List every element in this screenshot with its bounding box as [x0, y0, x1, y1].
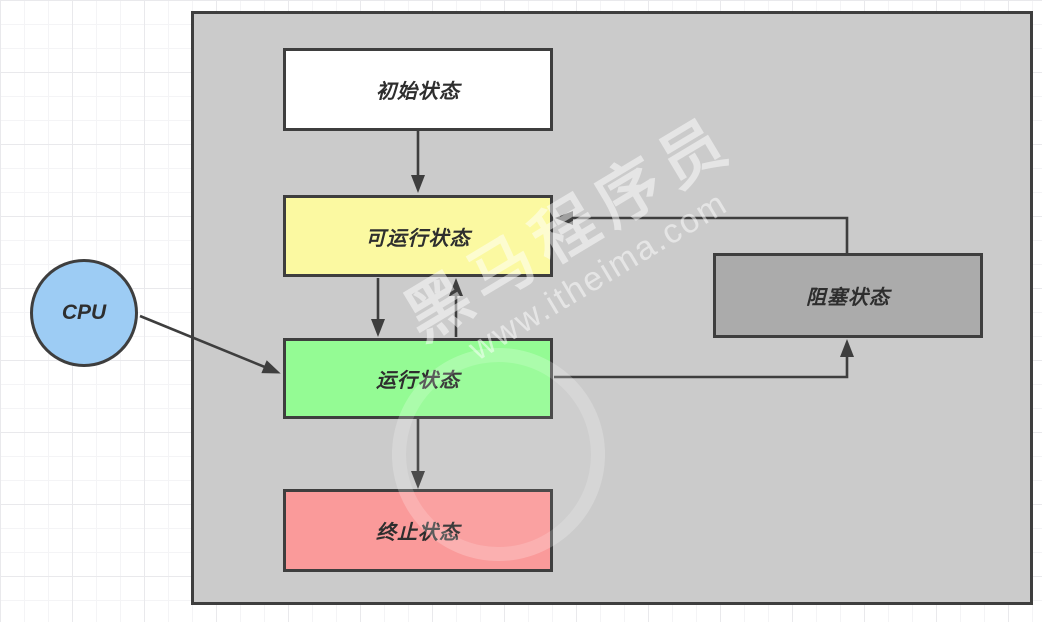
node-terminated-state: 终止状态 [283, 489, 553, 572]
node-running-state: 运行状态 [283, 338, 553, 419]
node-cpu-label: CPU [61, 301, 107, 324]
node-cpu-circle: CPU [30, 259, 138, 367]
node-runnable-state-label: 可运行状态 [365, 227, 471, 250]
node-running-state-label: 运行状态 [376, 370, 460, 392]
node-blocked-state-label: 阻塞状态 [806, 287, 890, 309]
node-blocked-state: 阻塞状态 [713, 253, 983, 338]
node-runnable-state: 可运行状态 [283, 195, 553, 277]
node-initial-state: 初始状态 [283, 48, 553, 131]
node-initial-state-label: 初始状态 [376, 81, 460, 103]
node-terminated-state-label: 终止状态 [376, 522, 460, 544]
